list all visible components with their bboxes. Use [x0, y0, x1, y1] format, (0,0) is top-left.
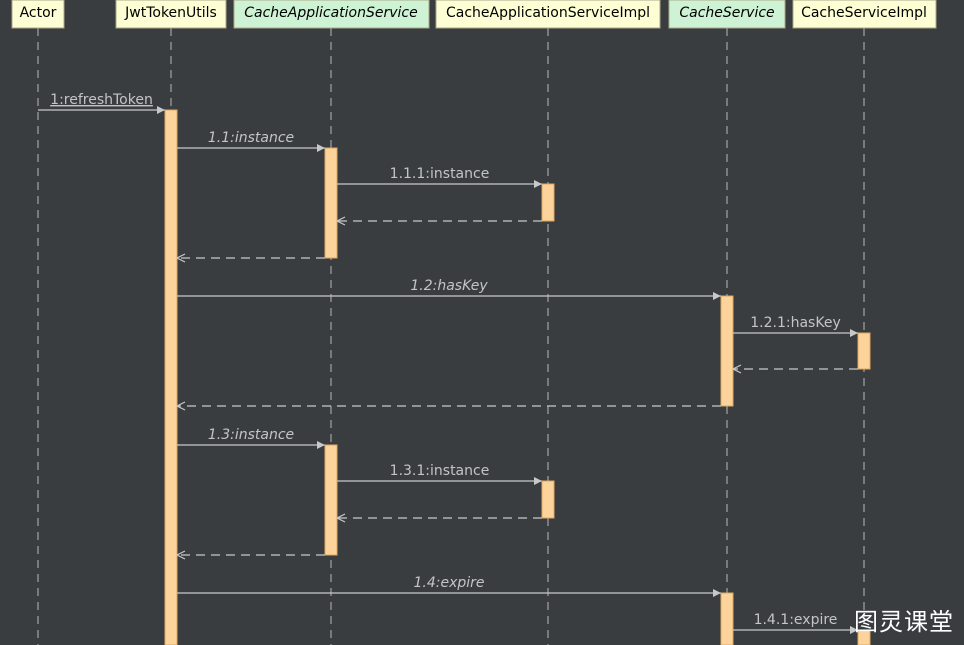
lifeline-label-cas: CacheApplicationService	[244, 5, 418, 21]
message-label: 1.2:hasKey	[410, 278, 488, 294]
activation-bar-casi	[541, 480, 555, 519]
activation-bar-cs	[720, 592, 734, 645]
arrowhead-open	[335, 513, 346, 523]
arrowhead-filled	[157, 106, 165, 114]
activation-bar-jwt	[164, 109, 178, 645]
message-label: 1.1:instance	[208, 130, 294, 146]
activation-bar-csi	[857, 332, 871, 370]
arrowhead-filled	[317, 144, 325, 152]
arrowhead-open	[175, 253, 186, 263]
lifeline-header-cs[interactable]	[668, 0, 786, 29]
arrowhead-open	[731, 364, 742, 374]
lifeline-label-cs: CacheService	[679, 5, 774, 21]
message-label: 1:refreshToken	[50, 92, 153, 108]
arrowhead-open	[175, 550, 186, 560]
activation-bar-cas	[324, 444, 338, 556]
message-label: 1.1.1:instance	[390, 166, 490, 182]
arrowhead-filled	[713, 292, 721, 300]
arrowhead-open	[175, 401, 186, 411]
lifeline-header-actor[interactable]	[11, 0, 65, 29]
watermark: 图灵课堂	[854, 608, 954, 636]
lifeline-header-jwt[interactable]	[115, 0, 227, 29]
message-label: 1.3.1:instance	[390, 463, 490, 479]
message-label: 1.4.1:expire	[754, 612, 838, 628]
arrowhead-filled	[850, 329, 858, 337]
lifeline-header-cas[interactable]	[233, 0, 430, 29]
message-label: 1.4:expire	[413, 575, 484, 591]
arrowhead-filled	[534, 477, 542, 485]
arrowhead-filled	[534, 180, 542, 188]
activation-bar-cas	[324, 147, 338, 259]
lifeline-label-jwt: JwtTokenUtils	[124, 5, 217, 21]
message-label: 1.3:instance	[208, 427, 294, 443]
lifeline-label-casi: CacheApplicationServiceImpl	[446, 5, 650, 21]
activation-bar-casi	[541, 183, 555, 222]
arrowhead-filled	[713, 589, 721, 597]
lifeline-label-csi: CacheServiceImpl	[801, 5, 927, 21]
lifeline-header-casi[interactable]	[435, 0, 661, 29]
arrowhead-filled	[317, 441, 325, 449]
arrowhead-filled	[850, 626, 858, 634]
activation-bar-csi	[857, 629, 871, 645]
lifeline-label-actor: Actor	[20, 5, 57, 21]
activation-bar-cs	[720, 295, 734, 407]
message-label: 1.2.1:hasKey	[750, 315, 840, 331]
lifeline-header-csi[interactable]	[792, 0, 937, 29]
arrowhead-open	[335, 216, 346, 226]
